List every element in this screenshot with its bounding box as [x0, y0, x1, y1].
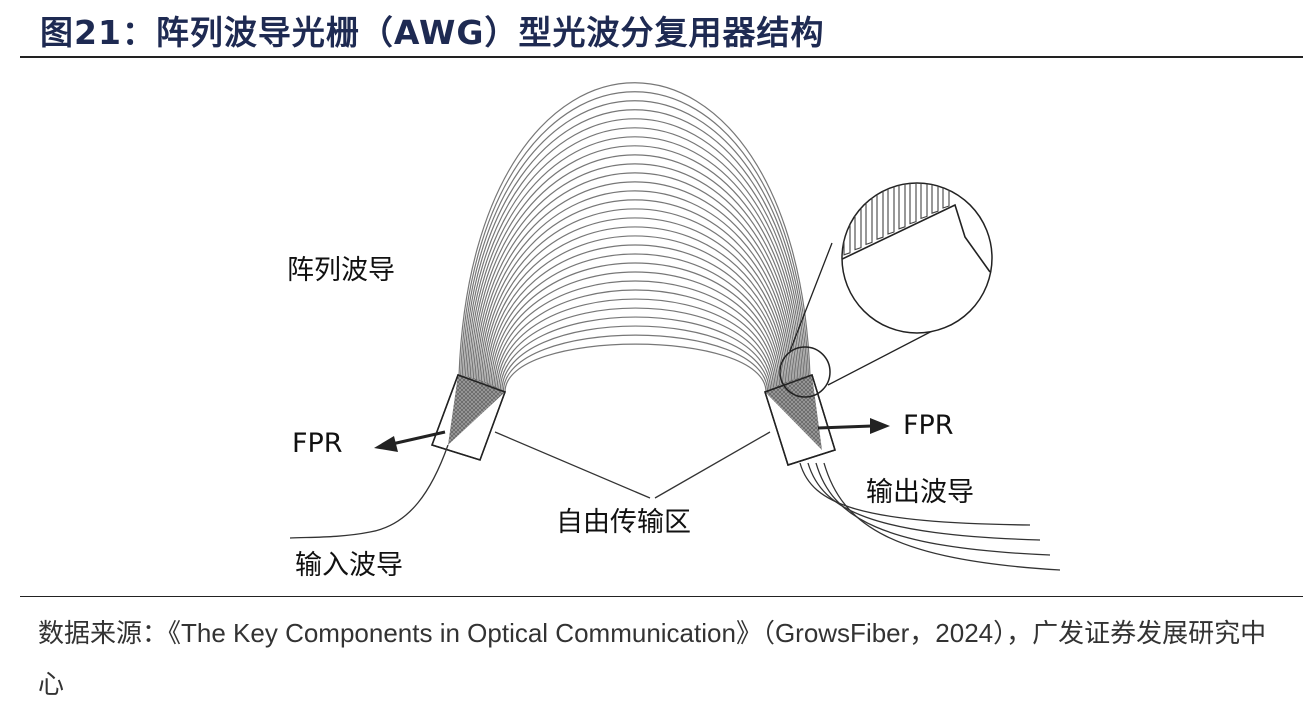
array-waveguide-label: 阵列波导 — [287, 255, 395, 286]
array-waveguide-arc — [501, 325, 770, 391]
source-prefix: 数据来源： — [38, 619, 169, 649]
output-waveguide-lines — [799, 462, 1061, 571]
array-waveguide-arc — [493, 280, 778, 389]
left-fpr-slab — [431, 374, 506, 461]
array-waveguide-arc — [469, 145, 800, 380]
magnified-waveguide-end — [931, 183, 939, 214]
array-waveguide-arc — [480, 208, 790, 384]
array-waveguide-arc — [472, 163, 797, 381]
magnified-waveguide-end — [865, 183, 873, 246]
array-waveguide-arc — [491, 271, 779, 388]
array-waveguide-arc — [475, 181, 794, 383]
magnified-waveguide-end — [920, 183, 928, 220]
array-waveguide-arc — [494, 289, 776, 389]
bottom-rule — [20, 596, 1303, 597]
magnifier-source-circle — [779, 346, 831, 398]
magnified-waveguide-ends — [833, 182, 991, 273]
array-waveguide-arc — [486, 244, 784, 386]
magnified-waveguide-end — [909, 183, 917, 225]
array-waveguide-arc — [471, 154, 799, 381]
left-fpr-arrow — [374, 430, 446, 452]
array-waveguide-arc — [458, 82, 811, 377]
array-waveguide-arc — [504, 343, 767, 393]
input-waveguide-line — [289, 444, 449, 539]
array-waveguide-arc — [464, 118, 805, 379]
array-waveguide-arc — [488, 253, 782, 387]
top-rule — [20, 56, 1303, 58]
figure-title: 图21：阵列波导光栅（AWG）型光波分复用器结构 — [40, 13, 825, 52]
array-waveguide-arc — [474, 172, 796, 382]
magnifier-detail-circle — [841, 182, 993, 334]
array-waveguide-arc — [466, 127, 804, 379]
fpr-right-label: FPR — [903, 410, 954, 441]
array-waveguide-arc — [467, 136, 802, 380]
array-waveguide-arcs — [458, 82, 811, 393]
right-fpr-arrow — [817, 418, 890, 434]
fpr-pointer-lines — [494, 431, 771, 499]
array-waveguide-arc — [461, 100, 808, 378]
array-waveguide-arc — [496, 298, 775, 390]
magnified-waveguide-end — [833, 182, 839, 260]
array-waveguide-arc — [483, 226, 787, 385]
array-waveguide-arc — [479, 199, 791, 384]
source-text: 《The Key Components in Optical Communica… — [38, 618, 1267, 699]
array-waveguide-arc — [482, 217, 788, 385]
array-waveguide-arc — [477, 190, 793, 383]
magnified-waveguide-end — [876, 183, 884, 240]
array-waveguide-arc — [463, 109, 807, 378]
magnified-waveguide-end — [887, 183, 895, 235]
array-waveguide-arc — [485, 235, 785, 386]
free-propagation-region-label: 自由传输区 — [556, 507, 691, 538]
array-waveguide-arc — [499, 316, 772, 391]
right-fpr-slab — [764, 374, 836, 466]
fpr-left-label: FPR — [292, 428, 343, 459]
array-waveguide-arc — [498, 307, 773, 390]
array-waveguide-arc — [490, 262, 781, 388]
output-waveguide-label: 输出波导 — [866, 477, 974, 508]
array-waveguide-arc — [502, 334, 769, 392]
magnified-waveguide-end — [942, 183, 950, 209]
awg-diagram — [289, 82, 1061, 571]
array-waveguide-arc — [459, 91, 810, 377]
magnified-waveguide-end — [898, 183, 906, 230]
source-note: 数据来源：《The Key Components in Optical Comm… — [38, 608, 1278, 709]
input-waveguide-label: 输入波导 — [295, 550, 403, 581]
